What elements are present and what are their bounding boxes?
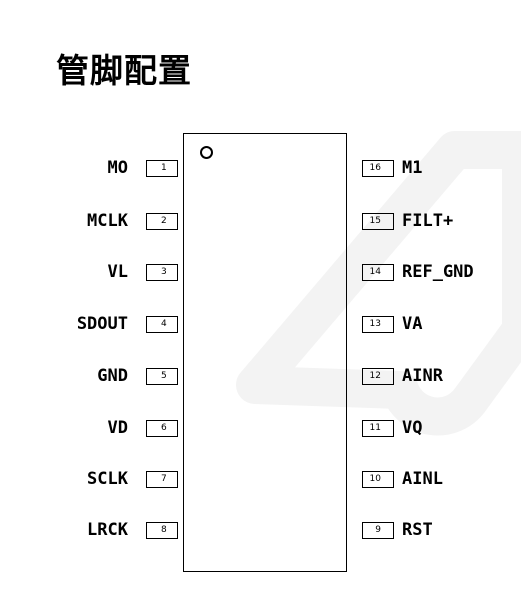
pin-label-rst: RST <box>402 520 433 540</box>
pin-label-va: VA <box>402 314 423 334</box>
page-title: 管脚配置 <box>56 51 192 90</box>
pin-box-3: 3 <box>146 264 178 281</box>
pin-box-15: 15 <box>362 213 394 230</box>
pin-label-mclk: MCLK <box>87 211 128 231</box>
pin-box-4: 4 <box>146 316 178 333</box>
pin-box-2: 2 <box>146 213 178 230</box>
pin-label-mo: MO <box>107 158 128 178</box>
pin-label-vl: VL <box>107 262 128 282</box>
ic-package-body <box>183 133 347 572</box>
pin-box-12: 12 <box>362 368 394 385</box>
pin1-indicator-dot <box>200 146 213 159</box>
pin-label-ainr: AINR <box>402 366 443 386</box>
pin-label-filt-plus: FILT+ <box>402 211 454 231</box>
pin-box-6: 6 <box>146 420 178 437</box>
pin-box-9: 9 <box>362 522 394 539</box>
pin-box-10: 10 <box>362 471 394 488</box>
pin-label-vd: VD <box>107 418 128 438</box>
pin-box-13: 13 <box>362 316 394 333</box>
pin-box-1: 1 <box>146 160 178 177</box>
pin-label-ref-gnd: REF_GND <box>402 262 474 282</box>
pin-box-11: 11 <box>362 420 394 437</box>
pin-label-gnd: GND <box>97 366 128 386</box>
pin-box-8: 8 <box>146 522 178 539</box>
pin-label-vq: VQ <box>402 418 423 438</box>
pin-label-m1: M1 <box>402 158 423 178</box>
pin-box-7: 7 <box>146 471 178 488</box>
pin-label-sclk: SCLK <box>87 469 128 489</box>
pin-label-ainl: AINL <box>402 469 443 489</box>
pin-box-5: 5 <box>146 368 178 385</box>
pin-box-14: 14 <box>362 264 394 281</box>
pin-label-lrck: LRCK <box>87 520 128 540</box>
pin-box-16: 16 <box>362 160 394 177</box>
pin-label-sdout: SDOUT <box>76 314 128 334</box>
